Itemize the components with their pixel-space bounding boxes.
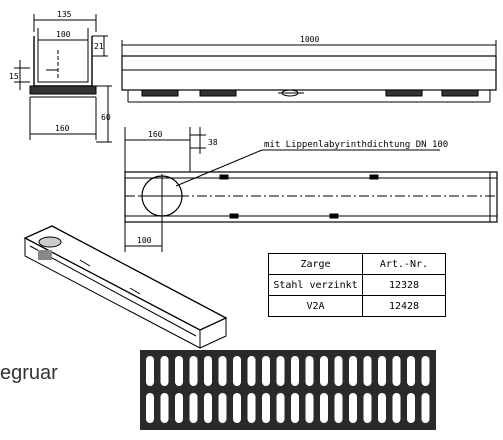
grate-slot [421,393,430,423]
grate-slot [320,356,328,386]
grate-slot [175,393,183,423]
dim-15: 15 [9,72,19,81]
grate-slot [392,356,401,386]
grate-slot [233,393,241,423]
grate-slot [421,356,430,386]
grate-slot [276,356,285,386]
dim-160-plan: 160 [148,130,163,139]
grate-image [140,350,436,430]
cross-section-view [14,14,112,143]
grate-slot [378,393,386,423]
grate-slot [334,356,343,386]
table-row: Stahl verzinkt 12328 [268,274,446,296]
grate-slot [392,393,401,423]
grate-slot [305,393,314,423]
grate-slot [378,356,386,386]
article-table: Zarge Art.-Nr. Stahl verzinkt 12328 V2A … [268,253,446,317]
grate-slot [146,393,154,423]
dim-38: 38 [208,138,218,147]
grate-slot [407,356,415,386]
grate-slot [305,356,314,386]
grate-slot [262,356,270,386]
table-header-row: Zarge Art.-Nr. [268,253,446,275]
table-cell: 12428 [362,295,446,317]
grate-slot [247,393,256,423]
grate-slot [349,356,357,386]
grate-slot [218,393,227,423]
grate-slot [320,393,328,423]
grate-slot [247,356,256,386]
dim-60: 60 [101,113,111,122]
table-header-zarge: Zarge [268,253,363,275]
grate-slot [160,356,169,386]
table-header-art-nr: Art.-Nr. [362,253,446,275]
grate-slot [175,356,183,386]
grate-slot [407,393,415,423]
side-elevation-view [121,40,497,103]
grate-slot [262,393,270,423]
grate-slot [189,356,198,386]
grate-slot [146,356,154,386]
dim-1000: 1000 [300,35,319,44]
grate-slot [363,356,372,386]
grate-slot [276,393,285,423]
annotation-seal: mit Lippenlabyrinthdichtung DN 100 [264,140,448,150]
grate-slot [291,356,299,386]
plan-view [124,127,498,252]
table-row: V2A 12428 [268,295,446,317]
table-cell: V2A [268,295,363,317]
dim-160: 160 [55,124,70,133]
grate-slot [204,393,212,423]
grate-slot [218,356,227,386]
dim-21: 21 [94,42,104,51]
dim-100-plan: 100 [137,236,152,245]
isometric-view [23,225,228,349]
grate-slot [291,393,299,423]
dim-135: 135 [57,10,72,19]
table-cell: 12328 [362,274,446,296]
grate-slot [233,356,241,386]
grate-caption: egruar [0,362,58,384]
grate-slot [349,393,357,423]
grate-slot [204,356,212,386]
table-cell: Stahl verzinkt [268,274,363,296]
dim-100: 100 [56,30,71,39]
grate-slot [189,393,198,423]
grate-slot [160,393,169,423]
grate-slot [363,393,372,423]
grate-slot [334,393,343,423]
